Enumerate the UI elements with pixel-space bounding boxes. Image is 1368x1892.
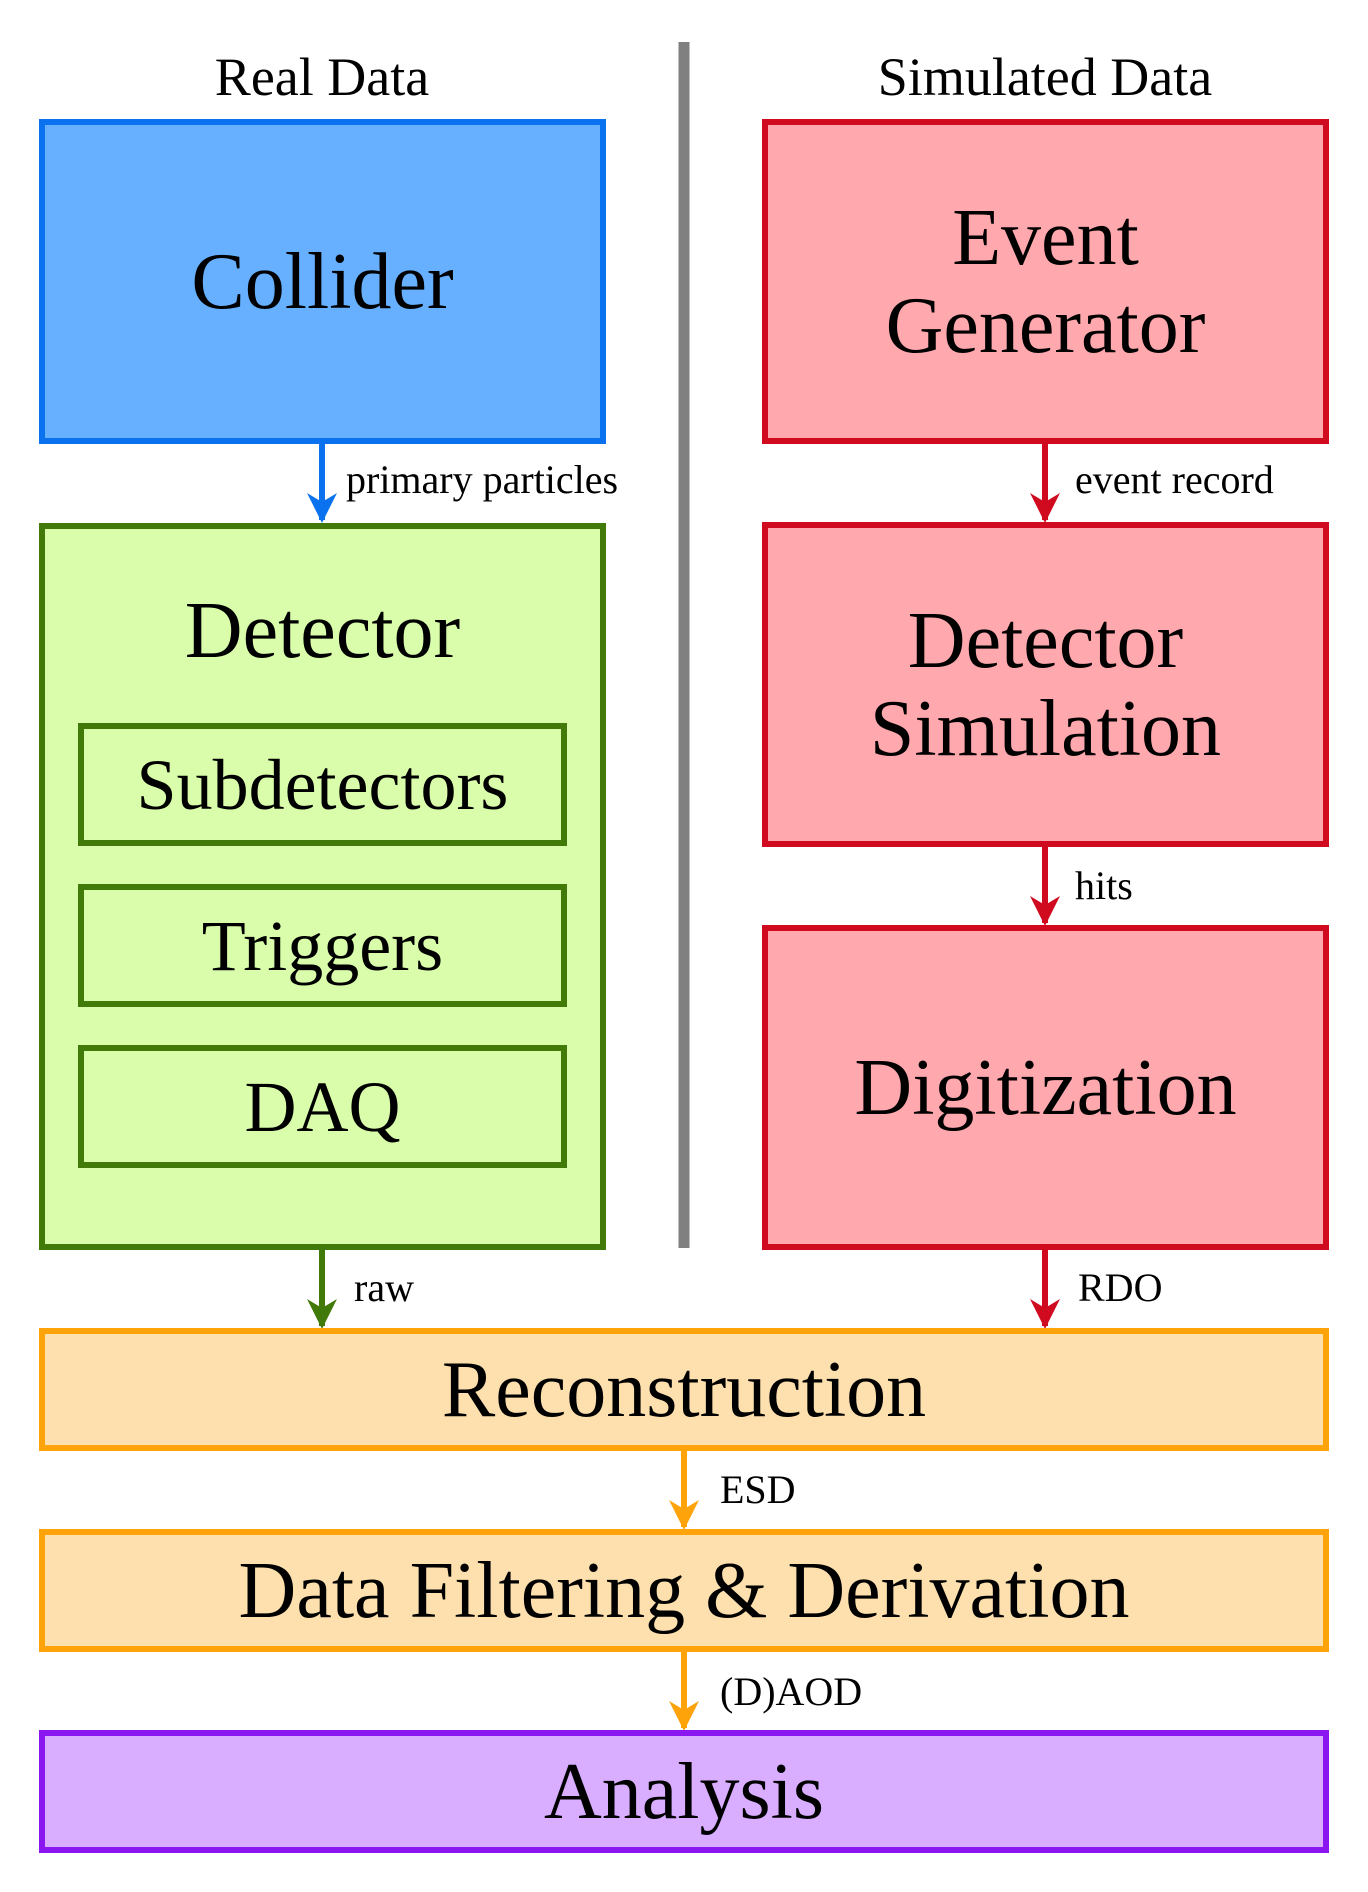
triggers-box: Triggers	[78, 884, 567, 1007]
edge-label-hits: hits	[1075, 863, 1133, 908]
heading-real-data: Real Data	[214, 47, 430, 107]
subdetectors-box: Subdetectors	[78, 723, 567, 846]
filtering-label: Data Filtering & Derivation	[238, 1546, 1130, 1635]
collider-box: Collider	[39, 119, 606, 444]
digitization-box: Digitization	[762, 925, 1329, 1250]
daq-box: DAQ	[78, 1045, 567, 1168]
edge-label-daod: (D)AOD	[720, 1669, 863, 1714]
subdetectors-label: Subdetectors	[136, 744, 509, 825]
detector-simulation-label: Detector Simulation	[869, 596, 1222, 773]
edge-label-event-record: event record	[1075, 457, 1274, 502]
analysis-box: Analysis	[39, 1730, 1329, 1853]
reconstruction-box: Reconstruction	[39, 1328, 1329, 1451]
edge-label-raw: raw	[354, 1265, 414, 1310]
triggers-label: Triggers	[201, 905, 444, 986]
edge-label-esd: ESD	[720, 1467, 796, 1512]
detector-simulation-box: Detector Simulation	[762, 522, 1329, 847]
heading-simulated-data: Simulated Data	[877, 47, 1213, 107]
event-generator-label: Event Generator	[885, 193, 1206, 370]
detector-label: Detector	[184, 587, 461, 675]
digitization-label: Digitization	[854, 1043, 1237, 1132]
analysis-label: Analysis	[544, 1747, 824, 1836]
edge-label-primary-particles: primary particles	[346, 457, 619, 502]
reconstruction-label: Reconstruction	[441, 1345, 927, 1434]
filtering-box: Data Filtering & Derivation	[39, 1529, 1329, 1652]
collider-label: Collider	[191, 237, 454, 326]
daq-label: DAQ	[244, 1066, 401, 1147]
event-generator-box: Event Generator	[762, 119, 1329, 444]
edge-label-rdo: RDO	[1078, 1265, 1163, 1310]
